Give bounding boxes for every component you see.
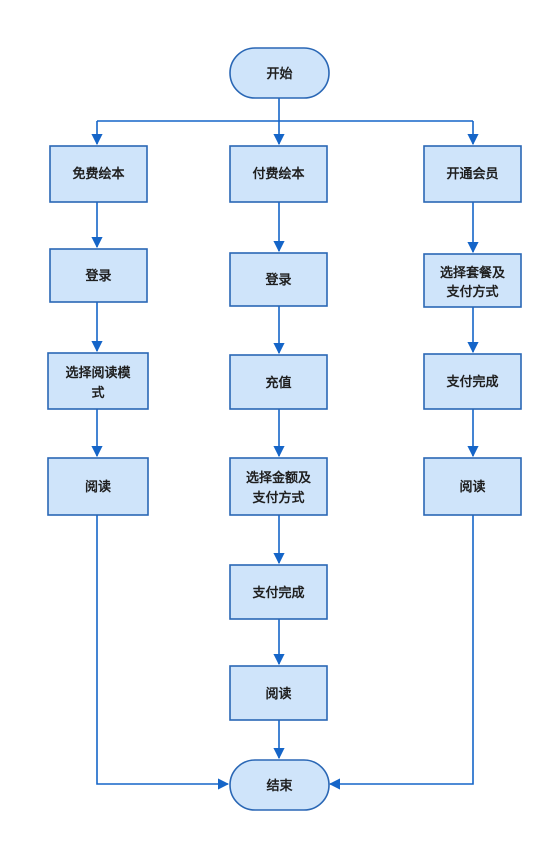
node-choose-plan-label-1: 选择套餐及 (440, 265, 506, 281)
edges (91, 98, 479, 790)
node-start-label: 开始 (266, 66, 292, 82)
node-choose-mode-label-1: 选择阅读模 (65, 365, 131, 381)
node-read-member: 阅读 (423, 457, 522, 516)
node-choose-amount-label-1: 选择金额及 (246, 470, 312, 486)
node-read-paid-label: 阅读 (265, 686, 291, 702)
node-pay-done-member: 支付完成 (423, 353, 522, 410)
node-login-free: 登录 (49, 248, 148, 303)
node-free-book: 免费绘本 (49, 145, 148, 203)
edge-read-end-left (96, 515, 230, 790)
nodes: 开始 免费绘本 付费绘本 开通会员 登录 登录 选择套餐及 支付方式 (47, 47, 522, 811)
node-pay-done-paid-label: 支付完成 (251, 585, 304, 601)
node-read-free-label: 阅读 (85, 479, 111, 495)
node-choose-amount: 选择金额及 支付方式 (229, 457, 328, 516)
node-login-paid: 登录 (229, 252, 328, 307)
node-recharge-label: 充值 (265, 375, 291, 391)
edge-read-end-right (328, 515, 474, 790)
node-choose-mode-label-2: 式 (91, 385, 104, 401)
node-end-label: 结束 (266, 778, 293, 794)
node-paid-book: 付费绘本 (229, 145, 328, 203)
node-end: 结束 (229, 759, 330, 811)
node-read-paid: 阅读 (229, 665, 328, 721)
node-choose-plan-label-2: 支付方式 (445, 284, 498, 300)
node-pay-done-member-label: 支付完成 (445, 374, 498, 390)
node-membership-label: 开通会员 (446, 166, 498, 182)
node-paid-book-label: 付费绘本 (252, 166, 304, 182)
node-choose-plan: 选择套餐及 支付方式 (423, 253, 522, 308)
node-membership: 开通会员 (423, 145, 522, 203)
node-login-paid-label: 登录 (264, 272, 291, 288)
node-read-free: 阅读 (47, 457, 149, 516)
node-start: 开始 (229, 47, 330, 99)
node-recharge: 充值 (229, 354, 328, 410)
node-choose-amount-label-2: 支付方式 (251, 490, 304, 506)
node-free-book-label: 免费绘本 (72, 166, 124, 182)
node-pay-done-paid: 支付完成 (229, 564, 328, 620)
node-read-member-label: 阅读 (459, 479, 485, 495)
node-choose-mode: 选择阅读模 式 (47, 352, 149, 410)
node-login-free-label: 登录 (84, 268, 111, 284)
